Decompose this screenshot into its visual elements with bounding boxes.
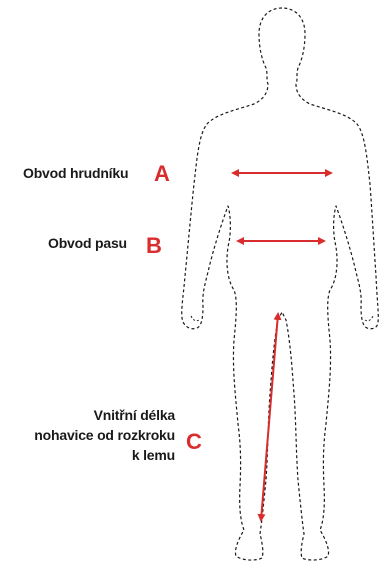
body-outline [182, 8, 379, 560]
chest-label: Obvod hrudníku [23, 163, 128, 183]
inseam-arrow [261, 314, 278, 520]
inseam-label-line-3: k lemu [34, 445, 175, 465]
inseam-letter: C [186, 431, 202, 453]
waist-letter: B [146, 235, 162, 257]
waist-label: Obvod pasu [48, 233, 127, 253]
inseam-label: Vnitřní délka nohavice od rozkroku k lem… [34, 405, 175, 465]
chest-letter: A [154, 163, 170, 185]
right-hand-detail [365, 316, 373, 321]
inseam-label-line-2: nohavice od rozkroku [34, 425, 175, 445]
left-hand-detail [191, 316, 199, 321]
inseam-label-line-1: Vnitřní délka [34, 405, 175, 425]
